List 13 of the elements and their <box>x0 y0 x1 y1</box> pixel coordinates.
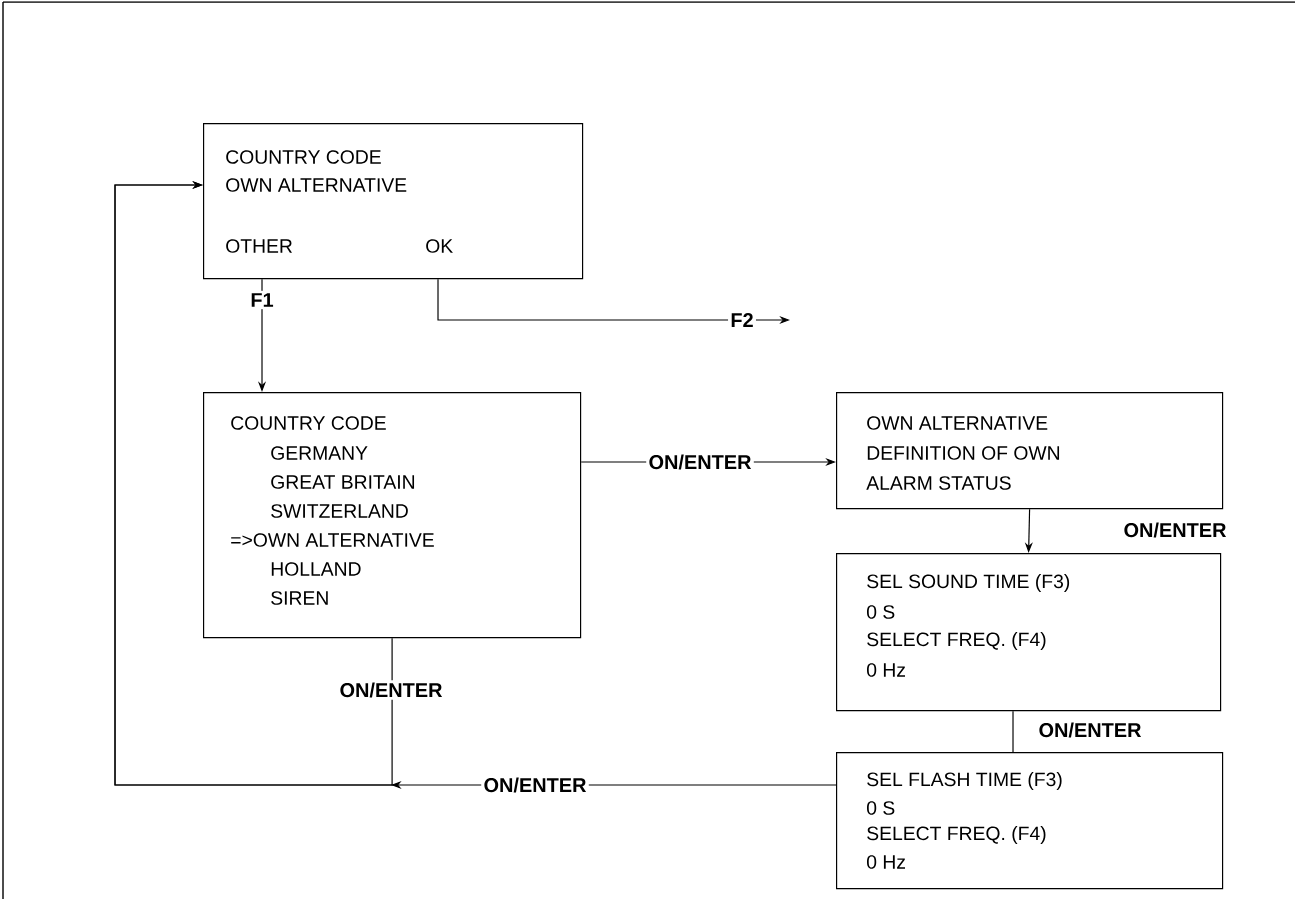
edge-label: ON/ENTER <box>1036 720 1144 740</box>
arrow <box>114 180 837 786</box>
display-box: COUNTRY CODE OWN ALTERNATIVE OTHER OK <box>203 123 584 280</box>
display-box: COUNTRY CODE GERMANY GREAT BRITAIN SWITZERLAND =>OWN ALTERNATIVE HOLLAND SIREN <box>203 392 582 639</box>
edge-label: F1 <box>248 290 276 310</box>
edge-label: ON/ENTER <box>646 452 754 472</box>
display-box: SEL FLASH TIME (F3) 0 S SELECT FREQ. (F4) 0 Hz <box>836 752 1224 890</box>
edge-label: F2 <box>728 310 756 330</box>
edge-label: ON/ENTER <box>481 775 589 795</box>
display-box: SEL SOUND TIME (F3) 0 S SELECT FREQ. (F4) 0 Hz <box>836 553 1222 712</box>
edge-label: ON/ENTER <box>337 680 445 700</box>
edge-label: ON/ENTER <box>1121 520 1229 540</box>
display-box: OWN ALTERNATIVE DEFINITION OF OWN ALARM STATUS <box>836 392 1224 510</box>
